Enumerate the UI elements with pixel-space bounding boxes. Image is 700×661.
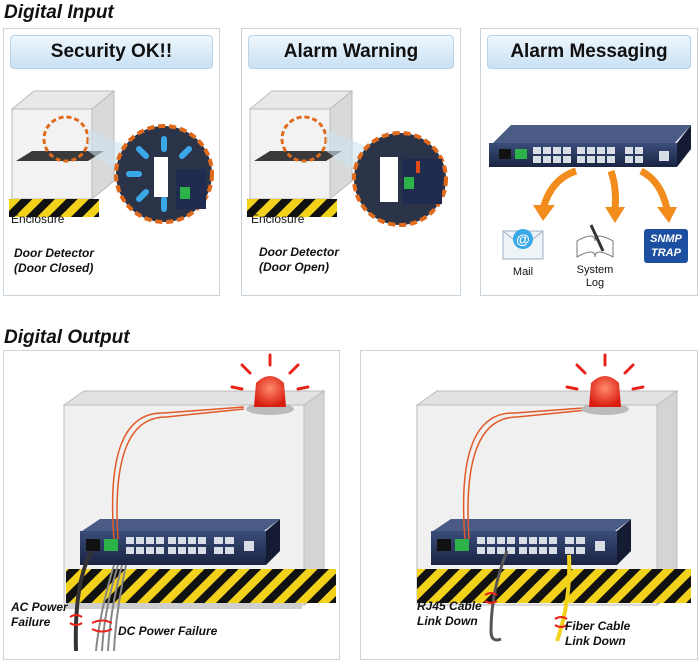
fiber-link-down-label: Fiber Cable Link Down	[565, 619, 631, 648]
panel-alarm-messaging: Alarm Messaging @ Mail System Log	[480, 28, 698, 296]
trap-text: TRAP	[651, 247, 681, 259]
mail-label: Mail	[512, 266, 534, 278]
system-log-icon	[576, 224, 614, 258]
panel-alarm-warning: Alarm Warning Enclosure Door Detector (D…	[241, 28, 461, 296]
panel-title: Alarm Messaging	[487, 35, 691, 69]
door-state-label: (Door Open)	[259, 260, 329, 274]
digital-output-title: Digital Output	[4, 327, 130, 348]
rj45-link-down-label: RJ45 Cable Link Down	[417, 599, 482, 628]
enclosure-link-illustration	[415, 353, 691, 642]
snmp-trap-icon: SNMP TRAP	[644, 229, 688, 263]
mail-icon: @	[502, 229, 544, 260]
snmp-text: SNMP	[650, 233, 682, 245]
panel-security-ok: Security OK!! Enclosure Door Detector (D…	[3, 28, 220, 296]
door-state-label: (Door Closed)	[14, 261, 94, 275]
svg-text:@: @	[516, 231, 530, 247]
enclosure-closed-illustration	[9, 89, 214, 224]
door-detector-label: Door Detector	[259, 245, 340, 259]
alarm-siren-icon	[565, 353, 645, 415]
panel-power-failure: AC Power Failure DC Power Failure	[3, 350, 340, 660]
alarm-siren-icon	[230, 353, 310, 415]
digital-input-title: Digital Input	[4, 2, 114, 23]
enclosure-label: Enclosure	[251, 212, 305, 226]
panel-title: Alarm Warning	[248, 35, 454, 69]
dc-power-failure-label: DC Power Failure	[118, 624, 218, 638]
ac-power-failure-label: AC Power Failure	[11, 600, 68, 629]
panel-link-down: RJ45 Cable Link Down Fiber Cable Link Do…	[360, 350, 698, 660]
enclosure-open-illustration	[247, 89, 448, 227]
panel-title: Security OK!!	[10, 35, 213, 69]
door-detector-label: Door Detector	[14, 246, 95, 260]
arrow-icon	[533, 167, 677, 223]
switch-illustration	[489, 125, 691, 167]
enclosure-power-illustration	[62, 353, 336, 652]
enclosure-label: Enclosure	[11, 212, 65, 226]
system-log-label: System Log	[576, 264, 614, 289]
